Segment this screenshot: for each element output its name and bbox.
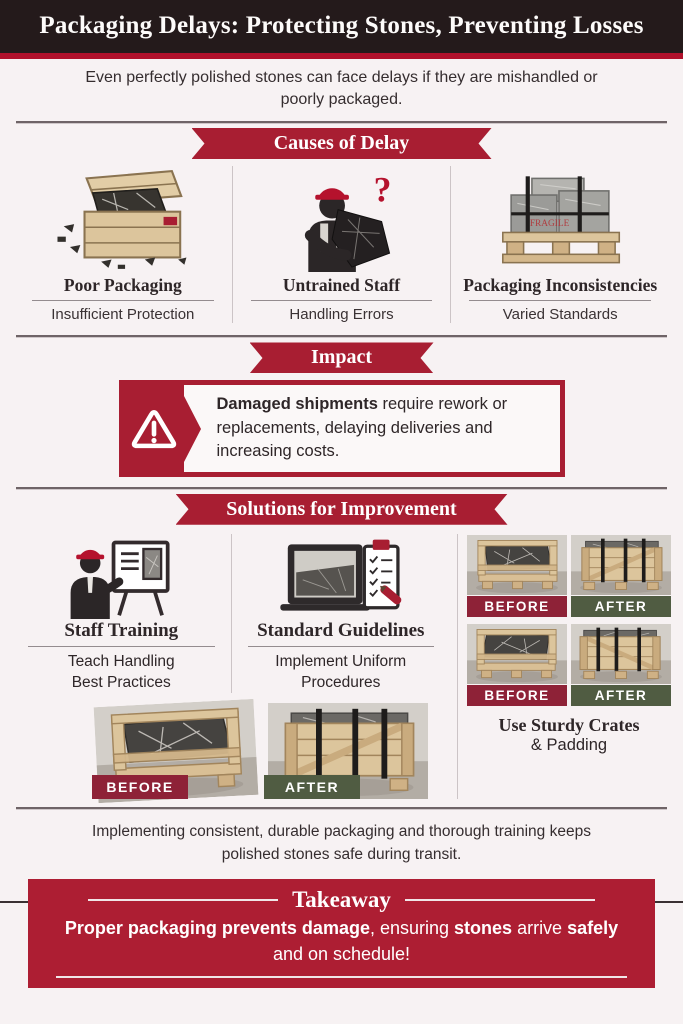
section-divider — [16, 807, 667, 811]
laptop-checklist-icon — [236, 534, 447, 620]
grid-cell-before-2: BEFORE — [467, 623, 567, 706]
sturdy-crates-subtitle: & Padding — [530, 735, 608, 754]
takeaway-bottom-rule — [56, 976, 627, 979]
broken-crate-icon — [20, 166, 226, 272]
solution-subtitle-line1: Teach Handling — [67, 653, 175, 671]
solution-title: Standard Guidelines — [257, 619, 425, 641]
takeaway-section: Takeaway Proper packaging prevents damag… — [0, 879, 683, 989]
solution-title: Staff Training — [64, 619, 179, 641]
causes-row: Poor Packaging Insufficient Protection ? — [0, 165, 683, 332]
secured-crate-photo — [571, 623, 671, 685]
takeaway-seg: arrive — [512, 918, 568, 939]
secured-crate-photo — [571, 534, 671, 596]
section-divider — [16, 486, 667, 490]
header-red-stripe — [0, 52, 683, 59]
before-label: BEFORE — [92, 775, 188, 800]
after-label: AFTER — [264, 775, 360, 800]
after-label: AFTER — [571, 595, 671, 617]
fragile-stamp: FRAGILE — [530, 219, 570, 229]
cause-untrained-staff: ? Untrained Staff Handling Errors — [231, 165, 451, 324]
impact-statement: Damaged shipments require rework or repl… — [201, 385, 560, 471]
pallet-with-blocks-icon: FRAGILE — [502, 176, 621, 264]
grid-cell-after-1: AFTER — [571, 534, 671, 617]
takeaway-box: Takeaway Proper packaging prevents damag… — [28, 879, 655, 989]
after-crate-photo: AFTER — [264, 703, 432, 800]
page-title: Packaging Delays: Protecting Stones, Pre… — [39, 12, 644, 39]
warning-icon-panel — [123, 385, 184, 472]
cause-poor-packaging: Poor Packaging Insufficient Protection — [14, 166, 232, 324]
intro-text: Even perfectly polished stones can face … — [85, 68, 598, 109]
takeaway-seg-bold: safely — [567, 918, 619, 939]
causes-ribbon: Causes of Delay — [192, 128, 492, 159]
open-crate-photo — [467, 534, 567, 596]
solution-subtitle: Teach Handling Best Practices — [16, 652, 227, 693]
impact-statement-rest: require rework or replacements, delaying… — [216, 395, 508, 461]
title-underline — [28, 645, 215, 648]
solution-staff-training: Staff Training Teach Handling Best Pract… — [12, 534, 231, 693]
warning-triangle-icon — [131, 409, 176, 448]
flag-chevron — [183, 395, 201, 462]
heading-flank-line-right — [404, 899, 595, 902]
before-crate-photo: BEFORE — [92, 703, 260, 799]
solutions-columns: Staff Training Teach Handling Best Pract… — [12, 533, 451, 694]
worker-carrying-stone-icon: ? — [304, 170, 391, 272]
grid-cell-before-1: BEFORE — [467, 534, 567, 617]
trainer-presentation-icon — [16, 534, 227, 620]
impact-statement-bold: Damaged shipments — [216, 395, 378, 414]
title-underline — [32, 299, 214, 302]
solution-subtitle-line1: Implement Uniform — [275, 653, 407, 671]
question-mark-glyph: ? — [373, 170, 391, 210]
cause-subtitle: Insufficient Protection — [51, 306, 195, 324]
solution-subtitle: Implement Uniform Procedures — [236, 652, 447, 693]
section-divider — [16, 120, 667, 124]
broken-crate-icon — [57, 169, 187, 269]
sturdy-crates-column: BEFORE AFTER BEFORE AFTER Use Sturdy Cra… — [457, 533, 671, 800]
takeaway-statement: Proper packaging prevents damage, ensuri… — [54, 916, 629, 967]
solutions-ribbon: Solutions for Improvement — [176, 494, 508, 525]
cause-title: Poor Packaging — [63, 274, 182, 295]
trainer-presentation-icon — [70, 540, 170, 619]
cause-title: Untrained Staff — [282, 274, 401, 295]
title-underline — [247, 645, 434, 648]
open-crate-photo — [467, 623, 567, 685]
title-underline — [469, 299, 652, 302]
impact-warning-box: Damaged shipments require rework or repl… — [118, 380, 565, 477]
solution-subtitle-line2: Best Practices — [71, 673, 171, 691]
solution-subtitle-line2: Procedures — [301, 673, 381, 691]
sturdy-crates-title: Use Sturdy Crates — [498, 714, 640, 735]
header-banner: Packaging Delays: Protecting Stones, Pre… — [0, 0, 683, 53]
heading-flank-line-left — [88, 899, 279, 902]
before-label: BEFORE — [467, 684, 567, 706]
solutions-section: Staff Training Teach Handling Best Pract… — [0, 532, 683, 803]
title-underline — [250, 299, 433, 302]
cause-subtitle: Handling Errors — [289, 306, 394, 324]
closing-text: Implementing consistent, durable packagi… — [92, 823, 591, 863]
cause-subtitle: Varied Standards — [502, 306, 618, 324]
takeaway-seg-bold: Proper packaging prevents damage — [64, 918, 370, 939]
cause-packaging-inconsistencies: FRAGILE Packaging Inconsistencies Varied… — [450, 165, 669, 324]
impact-ribbon: Impact — [250, 342, 434, 373]
before-after-grid: BEFORE AFTER BEFORE AFTER — [467, 534, 671, 706]
takeaway-seg-bold: stones — [454, 918, 513, 939]
solution-standard-guidelines: Standard Guidelines Implement Uniform Pr… — [230, 533, 451, 694]
laptop-checklist-icon — [280, 539, 402, 611]
takeaway-seg: , ensuring — [369, 918, 455, 939]
after-label: AFTER — [571, 684, 671, 706]
takeaway-title: Takeaway — [292, 887, 391, 913]
pallet-with-blocks-icon: FRAGILE — [457, 166, 663, 272]
grid-cell-after-2: AFTER — [571, 623, 671, 706]
cause-title: Packaging Inconsistencies — [463, 274, 658, 295]
worker-carrying-stone-icon: ? — [239, 166, 445, 272]
section-divider — [16, 335, 667, 339]
before-after-photo-pair: BEFORE AFTER — [92, 703, 450, 799]
takeaway-seg: and on schedule! — [272, 943, 411, 964]
before-label: BEFORE — [467, 595, 567, 617]
takeaway-heading-row: Takeaway — [54, 887, 629, 913]
solutions-left: Staff Training Teach Handling Best Pract… — [12, 533, 451, 799]
